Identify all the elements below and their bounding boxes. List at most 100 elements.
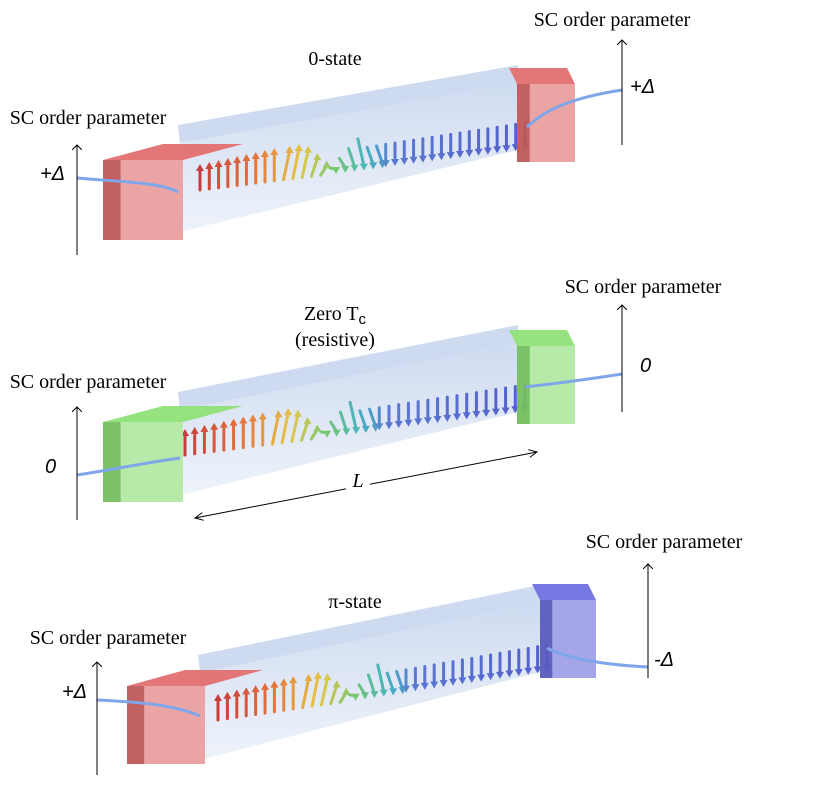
spin-arrow-head <box>304 673 313 681</box>
spin-arrow-head <box>533 666 542 674</box>
spin-arrow-head <box>402 685 410 693</box>
spin-arrow-head <box>474 148 483 156</box>
spin-arrow <box>309 156 319 178</box>
spin-arrow-head <box>274 410 283 418</box>
spin-arrow-head <box>446 152 455 160</box>
spin-arrow <box>310 675 320 708</box>
left-axis-label: SC order parameter <box>30 627 187 649</box>
right-superconductor-top <box>532 584 596 600</box>
spin-arrow-head <box>239 416 248 424</box>
length-label-bg <box>346 469 370 493</box>
spin-arrow-head <box>332 167 340 174</box>
left-superconductor-top <box>127 670 263 686</box>
spin-arrow <box>368 407 378 429</box>
spin-arrow-head <box>456 151 464 158</box>
spin-arrow-head <box>391 159 399 166</box>
spin-arrow-head <box>258 412 267 420</box>
spin-arrow-head <box>361 425 370 433</box>
left-superconductor-side <box>144 686 205 764</box>
right-order-parameter-curve <box>525 88 623 129</box>
length-indicator: L <box>193 449 539 521</box>
nanowire-bar <box>180 343 518 495</box>
spin-arrow-head <box>279 678 288 686</box>
length-arrowhead <box>193 512 204 521</box>
spin-arrow <box>365 145 375 166</box>
spin-arrow-head <box>205 162 214 169</box>
left-order-parameter-curve <box>96 698 201 718</box>
spin-arrow-head <box>350 164 359 172</box>
spin-arrow-head <box>400 157 409 165</box>
spin-arrow-head <box>332 429 341 437</box>
right-superconductor-top <box>509 68 575 84</box>
spin-arrow-head <box>493 146 502 154</box>
spin-arrow-head <box>359 163 368 171</box>
spin-arrow-head <box>313 424 322 432</box>
spin-arrow-head <box>389 688 398 696</box>
left-superconductor-side <box>120 160 183 240</box>
spin-arrow-head <box>420 682 429 690</box>
left-superconductor <box>103 144 243 240</box>
spin-arrow-head <box>322 160 331 168</box>
spin-arrow-head <box>304 145 313 153</box>
spin-arrow-head <box>332 680 341 688</box>
spin-arrow <box>338 410 348 432</box>
spin-arrow-head <box>462 412 471 420</box>
right-superconductor-side <box>552 600 596 678</box>
spin-arrow-head <box>232 689 241 697</box>
panel-title: 0-state <box>308 48 361 70</box>
spin-arrow-head <box>214 694 222 701</box>
spin-arrow-head <box>361 692 369 700</box>
spin-arrow-head <box>370 691 379 699</box>
right-axis-label: SC order parameter <box>534 9 691 31</box>
spin-arrow <box>376 663 386 694</box>
spin-arrow-head <box>342 428 351 436</box>
right-superconductor <box>532 584 596 678</box>
spin-arrow-head <box>229 418 238 426</box>
spin-arrow-head <box>491 408 500 416</box>
left-axis-label: SC order parameter <box>10 107 167 129</box>
right-superconductor-top <box>509 330 575 346</box>
left-superconductor <box>103 406 243 502</box>
spin-arrow <box>385 671 395 692</box>
right-order-parameter-curve <box>524 372 623 389</box>
panel-title-subscript: c <box>359 311 367 328</box>
spin-arrow-head <box>284 408 293 416</box>
spin-arrow <box>347 147 357 169</box>
nanowire-top-face <box>178 65 518 143</box>
spin-arrow-head <box>418 155 427 163</box>
right-order-parameter-curve <box>546 646 649 669</box>
spin-arrow-head <box>196 164 204 171</box>
spin-arrow <box>395 670 405 691</box>
spin-arrow <box>374 144 384 165</box>
spin-arrow-head <box>249 414 257 422</box>
right-axis-label: SC order parameter <box>586 531 743 553</box>
spin-arrow-head <box>486 673 495 681</box>
nanowire-top-face <box>178 325 518 410</box>
spin-arrow-head <box>458 677 467 685</box>
spin-arrow <box>300 149 310 179</box>
left-order-value: 0 <box>45 456 56 478</box>
spin-arrow-head <box>242 154 251 161</box>
spin-arrow-head <box>323 673 332 681</box>
spin-arrow <box>301 677 311 710</box>
spin-arrows <box>181 383 529 457</box>
spin-arrow <box>282 149 292 182</box>
spin-arrow-head <box>303 417 312 425</box>
spin-arrow-head <box>467 675 476 683</box>
spin-arrow-head <box>342 687 351 695</box>
spin-arrow-head <box>223 691 232 699</box>
spin-arrow-head <box>379 689 388 697</box>
spin-arrow-head <box>524 667 533 675</box>
spin-arrow-head <box>505 670 514 678</box>
spin-arrow-head <box>352 427 361 435</box>
left-superconductor-top <box>103 144 243 160</box>
spin-arrow-head <box>223 158 232 165</box>
nanowire-bar <box>180 83 518 232</box>
spin-arrow-head <box>313 153 322 161</box>
spin-arrow-head <box>449 678 457 686</box>
spin-arrow-head <box>285 146 294 153</box>
panel-title-note: (resistive) <box>295 329 375 351</box>
